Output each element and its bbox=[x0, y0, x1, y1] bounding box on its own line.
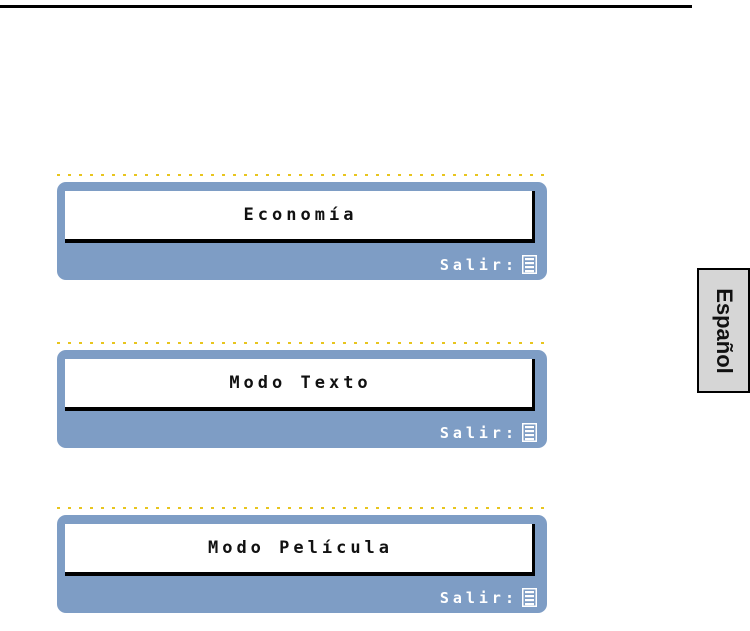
mode-card-footer[interactable]: Salir: bbox=[439, 254, 538, 275]
mode-card-title: Modo Texto bbox=[229, 373, 372, 393]
language-tab-espanol[interactable]: Español bbox=[697, 268, 750, 393]
exit-label: Salir: bbox=[439, 255, 518, 274]
mode-card-footer[interactable]: Salir: bbox=[439, 587, 538, 608]
exit-label: Salir: bbox=[439, 588, 518, 607]
mode-card[interactable]: Modo Película Salir: bbox=[57, 515, 547, 613]
mode-card-screen: Economía bbox=[65, 191, 535, 243]
top-divider-rule bbox=[0, 5, 692, 8]
mode-card-screen: Modo Película bbox=[65, 524, 535, 576]
dotted-guide-line bbox=[57, 507, 544, 509]
dotted-guide-line bbox=[57, 342, 544, 344]
mode-card-screen: Modo Texto bbox=[65, 359, 535, 411]
mode-card-block: Economía Salir: bbox=[57, 174, 547, 280]
mode-card-footer[interactable]: Salir: bbox=[439, 422, 538, 443]
exit-label: Salir: bbox=[439, 423, 518, 442]
mode-card[interactable]: Modo Texto Salir: bbox=[57, 350, 547, 448]
mode-card[interactable]: Economía Salir: bbox=[57, 182, 547, 280]
mode-card-block: Modo Película Salir: bbox=[57, 507, 547, 613]
list-menu-icon[interactable] bbox=[521, 422, 538, 443]
mode-card-title: Modo Película bbox=[207, 538, 394, 558]
list-menu-icon[interactable] bbox=[521, 587, 538, 608]
list-menu-icon[interactable] bbox=[521, 254, 538, 275]
dotted-guide-line bbox=[57, 174, 544, 176]
mode-card-title: Economía bbox=[243, 205, 358, 225]
language-tab-label: Español bbox=[711, 287, 737, 374]
mode-card-block: Modo Texto Salir: bbox=[57, 342, 547, 448]
